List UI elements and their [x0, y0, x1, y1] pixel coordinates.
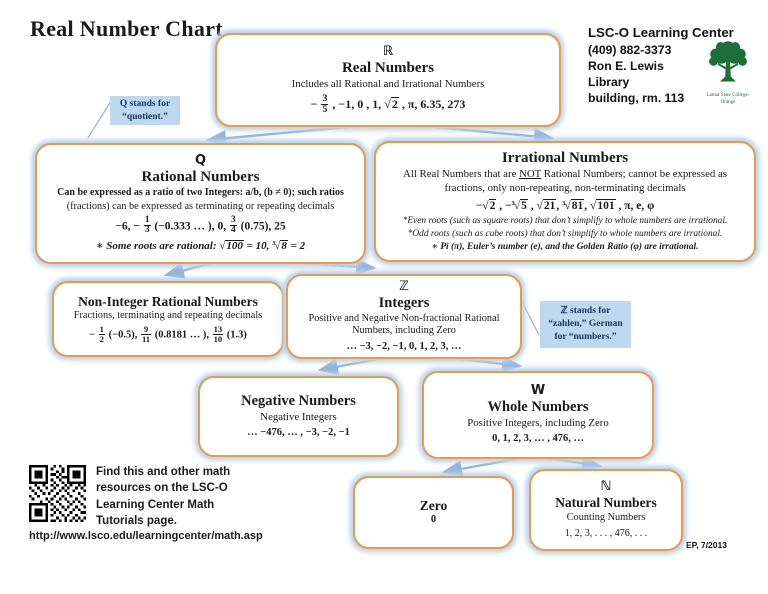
box-note-3: ∗ Pi (π), Euler’s number (e), and the Go…: [431, 242, 699, 253]
box-natural-numbers: ℕ Natural Numbers Counting Numbers 1, 2,…: [529, 469, 683, 551]
box-title: Irrational Numbers: [501, 149, 629, 166]
box-title: Non-Integer Rational Numbers: [78, 293, 258, 309]
box-description-1: Can be expressed as a ratio of two Integ…: [57, 187, 344, 199]
box-title: Natural Numbers: [555, 495, 657, 511]
box-description: Counting Numbers: [566, 511, 646, 523]
box-non-integer-rational-numbers: Non-Integer Rational Numbers Fractions, …: [52, 281, 284, 357]
org-name: LSC-O Learning Center: [588, 25, 734, 40]
box-title: Integers: [378, 295, 430, 312]
box-examples: 0, 1, 2, 3, … , 476, …: [492, 433, 584, 445]
box-real-numbers: ℝ Real Numbers Includes all Rational and…: [215, 33, 561, 127]
box-examples: −√2 , −3√5 , √21, 3√81, √101 , π, e, φ: [475, 198, 655, 212]
box-rational-numbers: Q Rational Numbers Can be expressed as a…: [35, 143, 366, 264]
box-description-1: Positive and Negative Non-fractional Rat…: [308, 312, 500, 324]
box-description: Fractions, terminating and repeating dec…: [73, 310, 263, 322]
box-irrational-numbers: Irrational Numbers All Real Numbers that…: [374, 141, 756, 262]
box-zero: Zero 0: [353, 476, 514, 549]
qr-caption: Find this and other math resources on th…: [96, 466, 231, 527]
box-note-2: *Odd roots (such as cube roots) that don…: [407, 228, 723, 239]
callout-z-stands-for: ℤ stands for “zahlen,” German for “numbe…: [540, 301, 631, 348]
set-symbol: W: [530, 382, 546, 398]
box-note-1: *Even roots (such as square roots) that …: [402, 215, 728, 226]
tree-icon: [709, 41, 747, 82]
box-title: Rational Numbers: [141, 169, 260, 186]
box-examples: 1, 2, 3, . . . , 476, . . .: [564, 527, 648, 539]
set-symbol: ℝ: [382, 43, 394, 59]
callout-q-stands-for: Q stands for “quotient.”: [110, 96, 180, 125]
box-title: Real Numbers: [341, 59, 435, 76]
contact-block: LSC-O Learning Center (409) 882-3373 Ron…: [588, 25, 764, 106]
page-title: Real Number Chart: [30, 16, 223, 41]
qr-code-icon: [29, 465, 86, 522]
box-description: Positive Integers, including Zero: [467, 416, 609, 429]
address-line-2: building, rm. 113: [588, 90, 685, 105]
resource-url: http://www.lsco.edu/learningcenter/math.…: [29, 530, 263, 542]
box-description-2: (fractions) can be expressed as terminat…: [66, 200, 335, 212]
box-description: Negative Integers: [260, 410, 337, 423]
box-description-2: Numbers, including Zero: [352, 324, 456, 336]
box-whole-numbers: W Whole Numbers Positive Integers, inclu…: [422, 371, 654, 459]
box-note: ∗ Some roots are rational: √100 = 10, 3√…: [95, 239, 306, 252]
box-title: Negative Numbers: [241, 393, 356, 410]
logo-caption: Lamar State College- Orange: [706, 93, 750, 105]
box-integers: ℤ Integers Positive and Negative Non-fra…: [286, 274, 522, 359]
date-stamp: EP, 7/2013: [686, 540, 727, 550]
box-examples: … −476, … , −3, −2, −1: [247, 427, 350, 439]
set-symbol: ℕ: [600, 479, 612, 495]
box-title: Whole Numbers: [487, 399, 589, 416]
set-symbol: ℤ: [399, 278, 409, 294]
box-description-2: fractions, only non-repeating, non-termi…: [444, 182, 686, 195]
box-description-1: All Real Numbers that are NOT Rational N…: [403, 167, 727, 180]
box-examples: 0: [430, 514, 437, 526]
box-negative-numbers: Negative Numbers Negative Integers … −47…: [198, 376, 399, 457]
set-symbol: Q: [194, 152, 207, 168]
college-logo: Lamar State College- Orange: [699, 38, 757, 106]
box-title: Zero: [419, 497, 448, 513]
phone-number: (409) 882-3373: [588, 43, 672, 57]
box-description: Includes all Rational and Irrational Num…: [291, 78, 485, 91]
box-examples: … −3, −2, −1, 0, 1, 2, 3, …: [346, 340, 462, 352]
address-line-1: Ron E. Lewis Library: [588, 58, 664, 89]
